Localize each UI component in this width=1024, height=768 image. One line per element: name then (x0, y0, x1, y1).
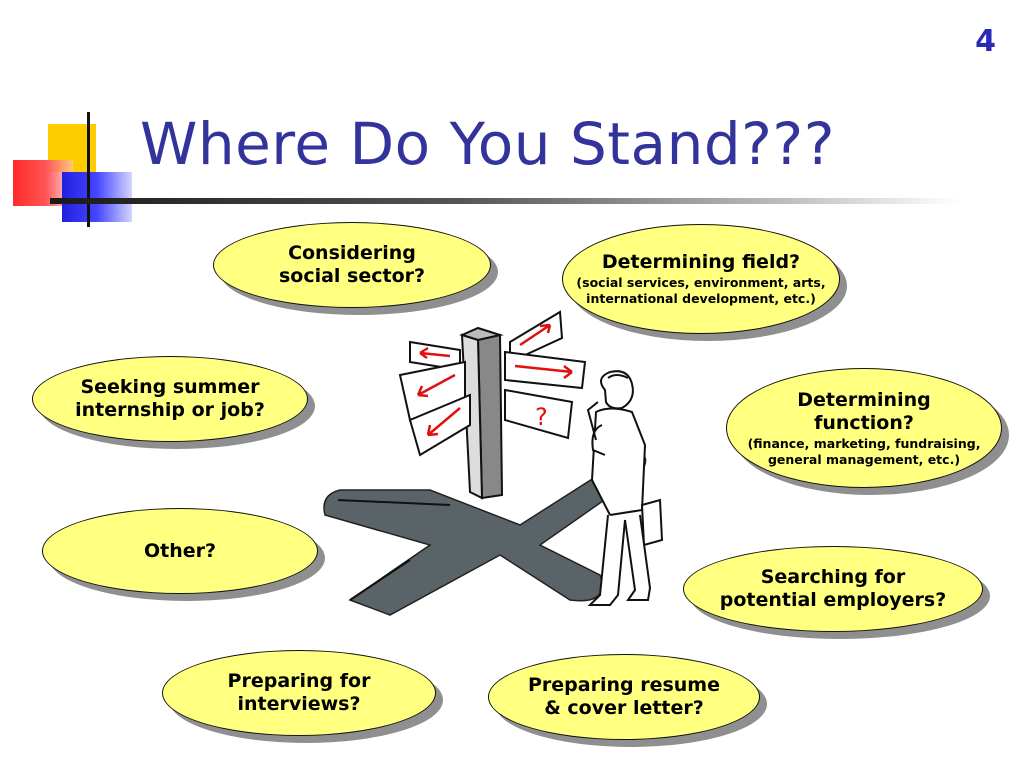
title-underline (50, 198, 960, 204)
bubble-text-line: interviews? (237, 693, 361, 715)
bubble-text-line: Determining (797, 388, 931, 411)
sign-left-3 (408, 393, 471, 457)
bubble-seeking-internship: Seeking summer internship or job? (32, 356, 308, 442)
bubble-text-line: Other? (143, 539, 217, 562)
bubble-preparing-interviews: Preparing for interviews? (162, 650, 436, 736)
bubble-text-line: Preparing resume (527, 674, 720, 696)
bubble-text-line: Considering (288, 242, 416, 264)
bubble-other: Other? (42, 508, 318, 594)
bubble-determining-function: Determining function? (finance, marketin… (726, 368, 1002, 488)
bubble-text-line: potential employers? (719, 589, 947, 611)
signpost-question-mark: ? (535, 403, 548, 431)
decor-blue-square (62, 172, 132, 222)
bubble-subtext-line: (social services, environment, arts, (576, 275, 826, 290)
signpost-illustration: ? (323, 310, 664, 616)
bubble-searching-employers: Searching for potential employers? (683, 546, 983, 632)
slide-title: Where Do You Stand??? (140, 110, 836, 178)
bubble-subtext-line: (finance, marketing, fundraising, (747, 435, 981, 451)
bubble-text-line: Seeking summer (80, 376, 260, 398)
slide-number: 4 (975, 24, 996, 59)
sign-right-2 (504, 350, 587, 390)
bubble-text-line: function? (814, 411, 914, 434)
bubble-text-line: social sector? (278, 265, 426, 287)
thinking-man-figure (586, 370, 664, 606)
bubble-text-line: Searching for (760, 566, 906, 588)
sign-right-3: ? (504, 388, 574, 440)
bubble-text-line: Determining field? (601, 251, 801, 273)
bubble-preparing-resume: Preparing resume & cover letter? (488, 654, 760, 740)
bubble-determining-field: Determining field? (social services, env… (562, 224, 840, 334)
bubble-text-line: Preparing for (227, 670, 371, 692)
bubble-text-line: internship or job? (75, 399, 265, 421)
bubble-subtext-line: general management, etc.) (767, 451, 961, 467)
bubble-considering-social-sector: Considering social sector? (213, 222, 491, 308)
decor-vertical-line (87, 112, 90, 227)
bubble-subtext-line: international development, etc.) (586, 291, 816, 306)
bubble-text-line: & cover letter? (544, 697, 704, 719)
